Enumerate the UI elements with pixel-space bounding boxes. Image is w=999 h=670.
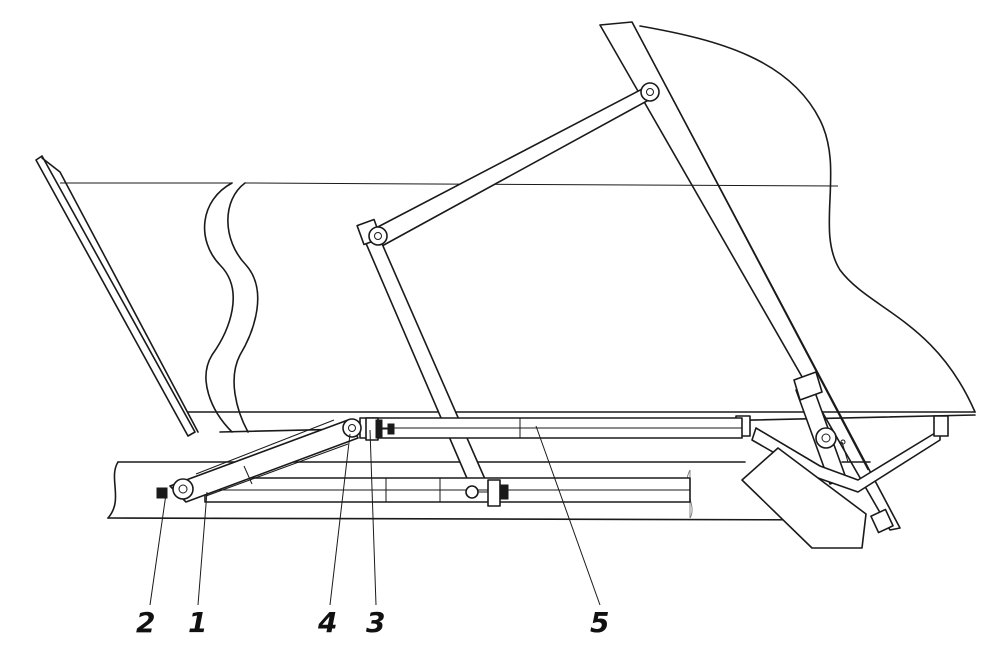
callout-4: 4 [317,606,337,639]
hydraulic-cylinder [359,417,743,439]
callout-5: 5 [590,606,609,639]
callout-labels: 2 1 4 3 5 [136,606,609,639]
callout-3: 3 [366,606,385,639]
pivot-bolt-assembly [342,417,395,441]
callout-2: 2 [136,606,155,639]
front-hinge-strut [735,371,949,549]
support-arm-upper [371,82,660,247]
tie-rod-lower [204,477,691,507]
tipper-body [35,21,976,531]
support-strut [356,218,489,491]
callout-1: 1 [188,606,207,639]
callout-leaders [149,425,601,606]
lever-item-1 [156,419,359,503]
